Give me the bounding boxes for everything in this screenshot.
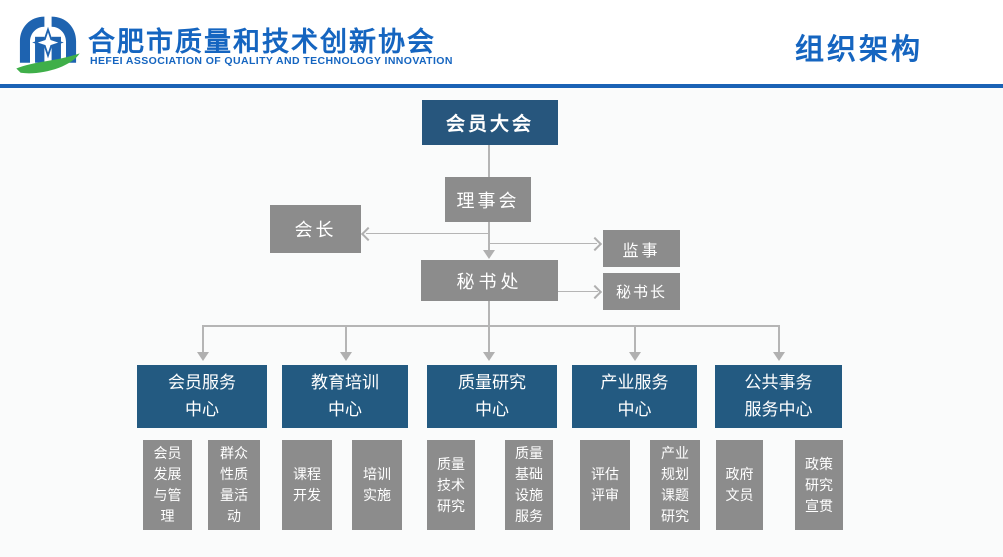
node-supervisor: 监事	[603, 230, 680, 267]
connector-root-council	[488, 145, 490, 177]
node-secretariat: 秘书处	[421, 260, 558, 301]
node-label: 质量研究中心	[458, 373, 526, 419]
arrowhead-center-3	[483, 352, 495, 361]
header-bar: 合肥市质量和技术创新协会 HEFEI ASSOCIATION OF QUALIT…	[0, 0, 1003, 84]
arrowhead-secretary-general	[587, 284, 603, 300]
node-label: 秘书长	[615, 284, 667, 301]
arrowhead-secretariat	[483, 250, 495, 259]
node-label: 教育培训中心	[311, 373, 379, 419]
node-label: 会员服务中心	[168, 373, 236, 419]
department-box-training-implementation: 培训实施	[352, 440, 402, 530]
connector-to-secretary-general	[558, 291, 598, 292]
page-title: 组织架构	[794, 34, 923, 66]
node-members-assembly: 会员大会	[422, 100, 558, 145]
node-label: 公共事务服务中心	[744, 373, 813, 419]
arrowhead-president	[360, 226, 376, 242]
node-council: 理事会	[445, 177, 531, 222]
arrowhead-supervisor	[587, 236, 603, 252]
node-center-public-affairs: 公共事务服务中心	[715, 365, 842, 428]
department-box-member-development: 会员发展与管理	[143, 440, 192, 530]
connector-centers-horizontal	[202, 325, 779, 327]
arrowhead-center-5	[773, 352, 785, 361]
department-box-policy-research: 政策研究宣贯	[795, 440, 843, 530]
department-box-course-development: 课程开发	[282, 440, 332, 530]
arrowhead-center-2	[340, 352, 352, 361]
node-label: 群众性质量活动	[220, 445, 248, 524]
node-label: 质量基础设施服务	[515, 445, 543, 524]
connector-stub-center-4	[634, 325, 636, 352]
org-name-chinese: 合肥市质量和技术创新协会	[88, 27, 436, 57]
node-label: 监事	[622, 242, 661, 260]
department-box-quality-tech-research: 质量技术研究	[427, 440, 475, 530]
arrowhead-center-1	[197, 352, 209, 361]
connector-to-supervisor	[489, 243, 597, 244]
connector-to-president	[366, 233, 489, 234]
node-label: 政府文员	[725, 466, 754, 503]
node-center-education-training: 教育培训中心	[282, 365, 408, 428]
department-box-government-clerk: 政府文员	[716, 440, 763, 530]
department-box-mass-quality-activity: 群众性质量活动	[208, 440, 260, 530]
node-label: 质量技术研究	[437, 455, 465, 514]
node-label: 产业服务中心	[600, 373, 669, 419]
department-box-quality-infrastructure: 质量基础设施服务	[505, 440, 553, 530]
department-box-industry-planning-research: 产业规划课题研究	[650, 440, 700, 530]
node-label: 秘书处	[456, 271, 523, 292]
node-label: 会员大会	[445, 114, 534, 135]
node-label: 会员发展与管理	[153, 445, 182, 524]
connector-stub-center-1	[202, 325, 204, 352]
arrowhead-center-4	[629, 352, 641, 361]
node-president: 会长	[270, 205, 361, 253]
node-center-industry-service: 产业服务中心	[572, 365, 697, 428]
node-label: 政策研究宣贯	[805, 455, 833, 514]
node-label: 产业规划课题研究	[661, 445, 689, 524]
connector-council-down	[488, 222, 490, 250]
node-label: 培训实施	[363, 466, 391, 503]
department-box-assessment-review: 评估评审	[580, 440, 630, 530]
node-label: 会长	[294, 220, 337, 240]
node-label: 评估评审	[591, 466, 619, 503]
node-center-quality-research: 质量研究中心	[427, 365, 557, 428]
node-label: 理事会	[456, 190, 520, 211]
node-center-member-service: 会员服务中心	[137, 365, 267, 428]
node-secretary-general: 秘书长	[603, 273, 680, 310]
org-name-english: HEFEI ASSOCIATION OF QUALITY AND TECHNOL…	[90, 55, 453, 67]
node-label: 课程开发	[293, 466, 321, 503]
header-divider-line	[0, 84, 1003, 88]
connector-stub-center-2	[345, 325, 347, 352]
connector-stub-center-5	[778, 325, 780, 352]
association-logo-icon	[16, 16, 80, 74]
